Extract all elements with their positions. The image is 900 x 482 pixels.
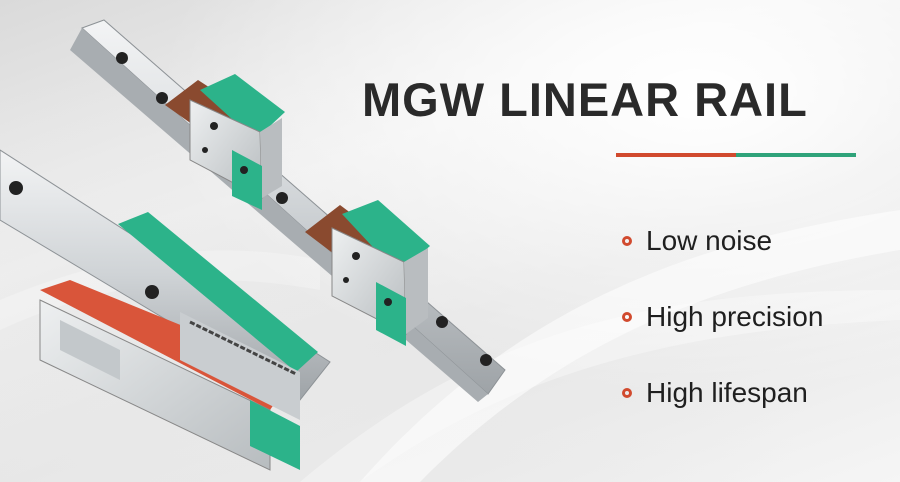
feature-item: High lifespan: [622, 374, 823, 412]
feature-item: Low noise: [622, 222, 823, 260]
ring-bullet-icon: [622, 236, 632, 246]
feature-label: Low noise: [646, 225, 773, 256]
headline-divider: [616, 153, 856, 157]
linear-rail-product-image: [0, 19, 506, 471]
divider-red-segment: [616, 153, 736, 157]
feature-list: Low noise High precision High lifespan: [622, 222, 823, 450]
carriage-block-2: [305, 200, 430, 346]
divider-green-segment: [736, 153, 856, 157]
ring-bullet-icon: [622, 312, 632, 322]
feature-label: High lifespan: [646, 377, 808, 408]
carriage-block-large: [39, 212, 318, 471]
carriage-block-1: [165, 74, 285, 210]
feature-item: High precision: [622, 298, 823, 336]
feature-label: High precision: [646, 301, 824, 332]
ring-bullet-icon: [622, 388, 632, 398]
headline-title: MGW LINEAR RAIL: [362, 73, 808, 126]
